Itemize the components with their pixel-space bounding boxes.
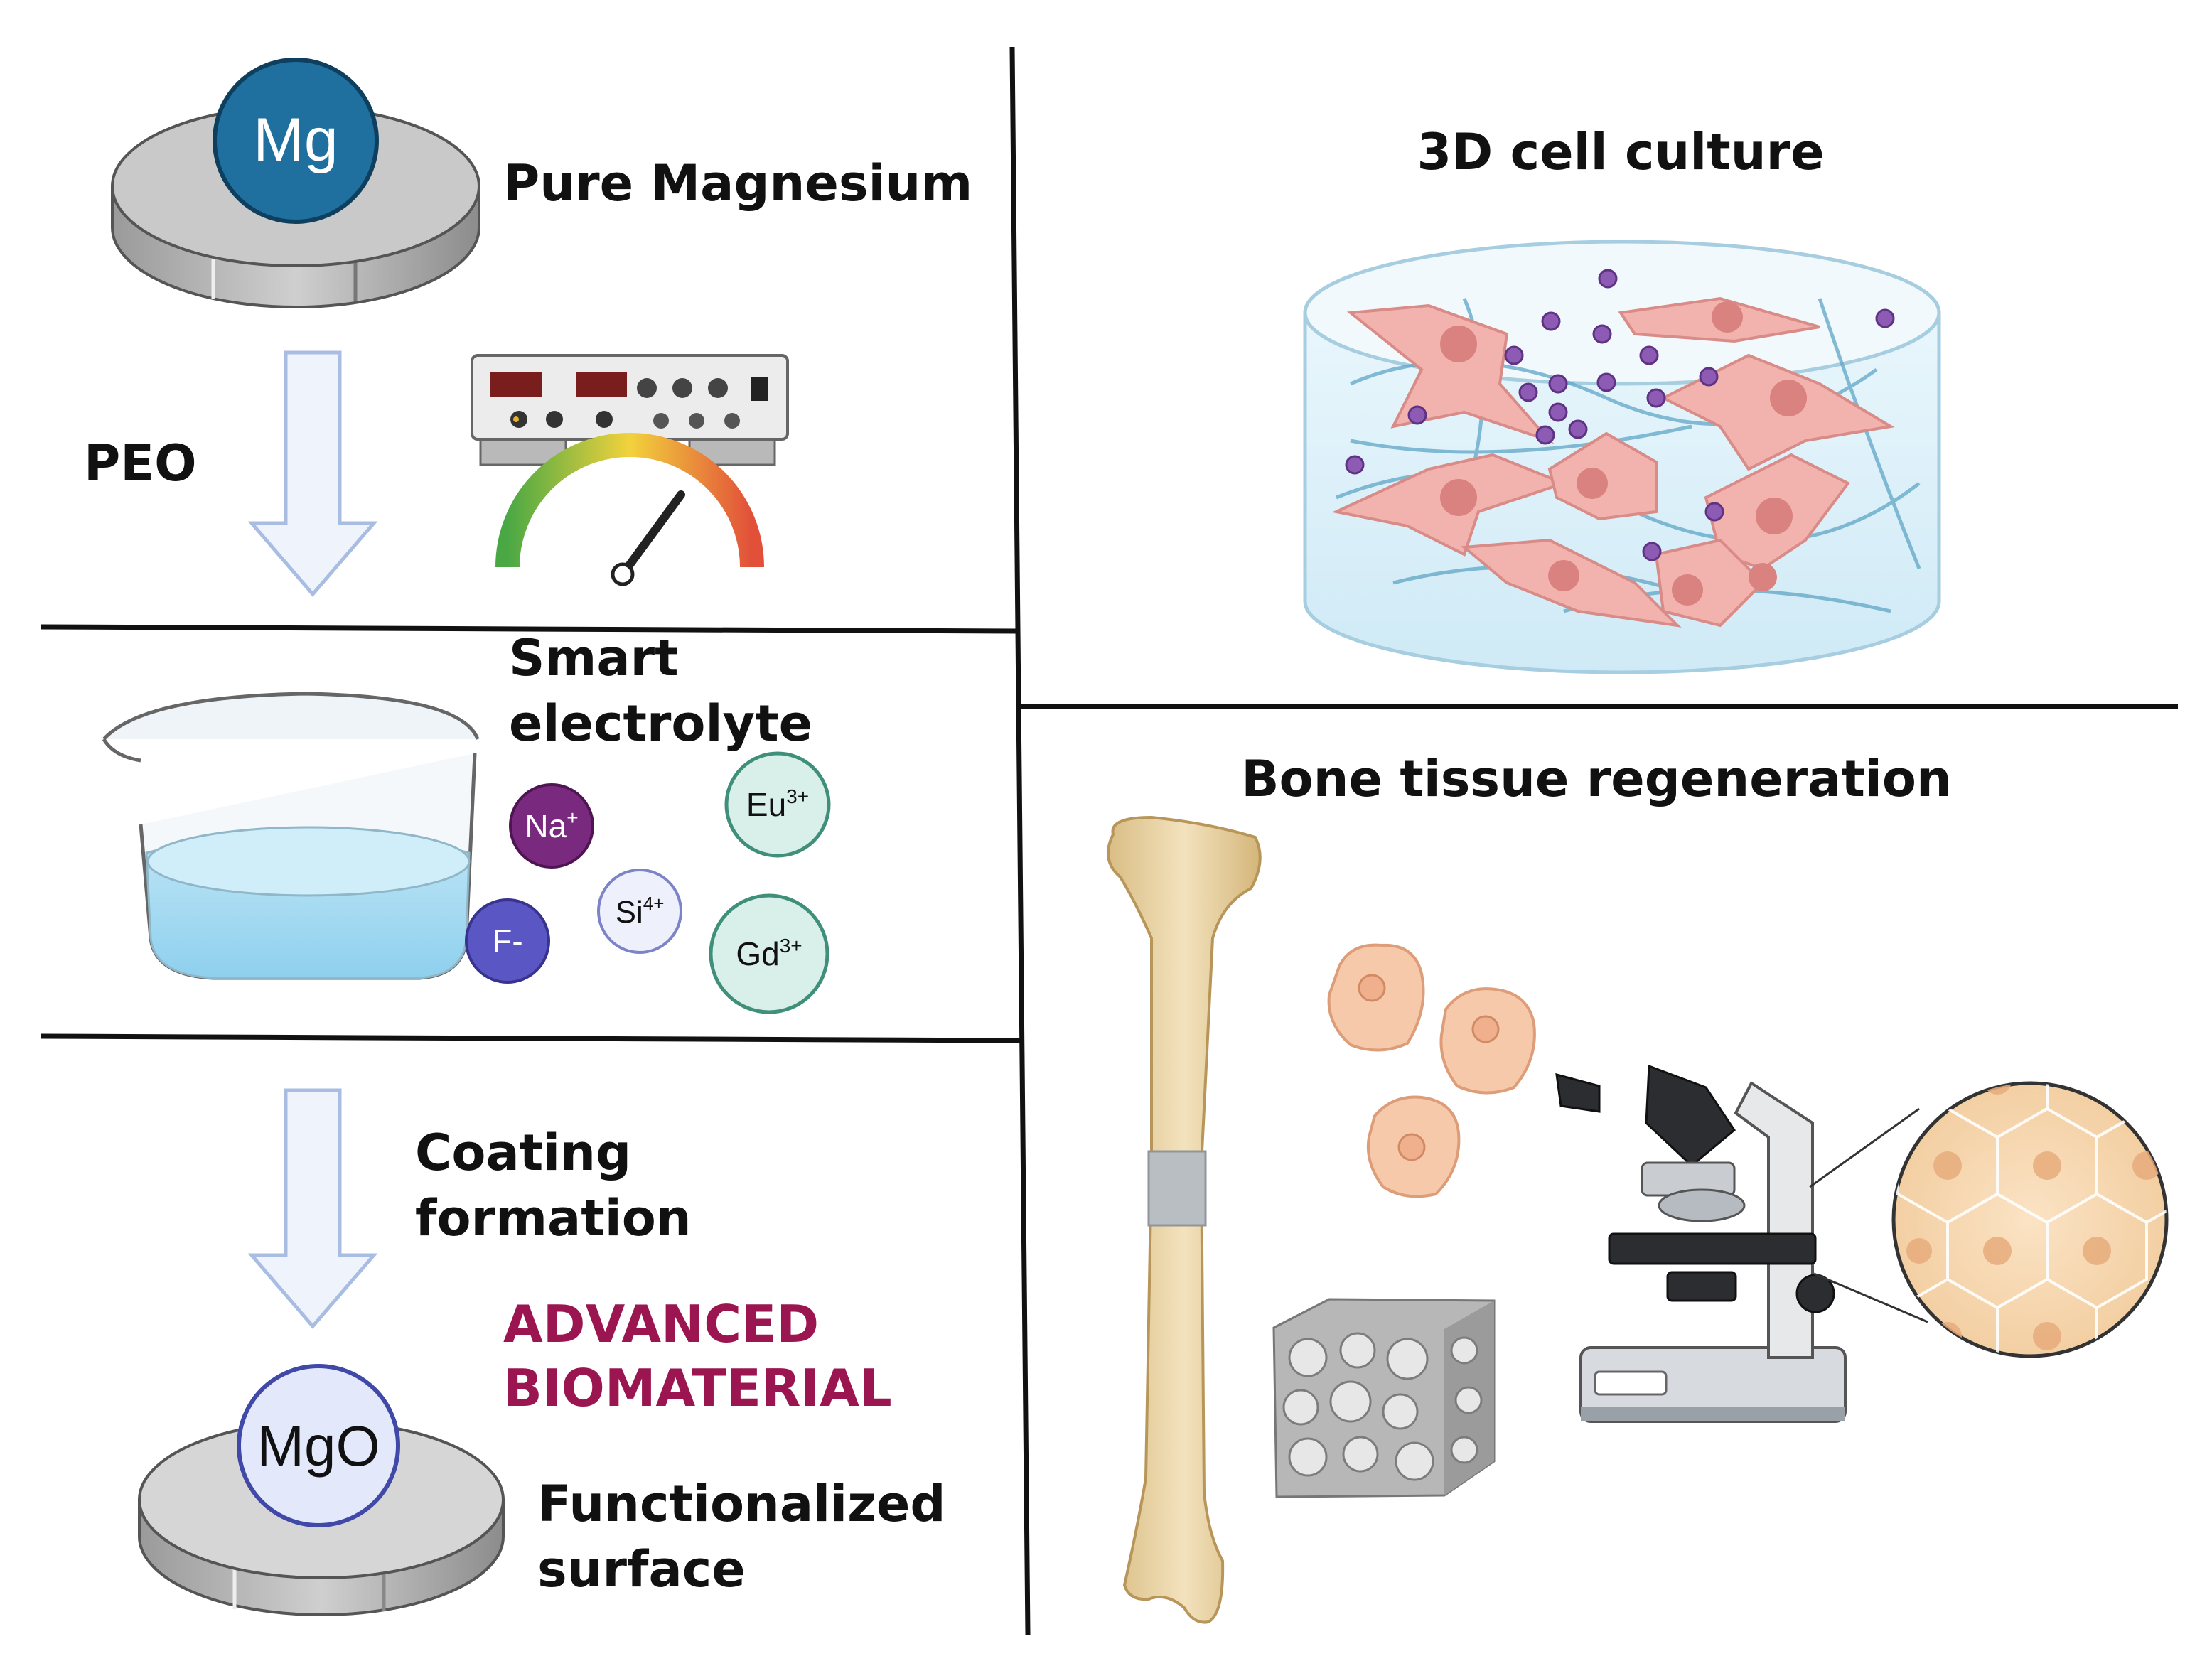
electrolyte-label: electrolyte <box>509 694 812 753</box>
beaker-icon <box>102 692 480 980</box>
pure-magnesium-label: Pure Magnesium <box>503 154 972 213</box>
microscope-icon <box>1555 1064 1847 1423</box>
down-arrow-2 <box>247 1088 378 1329</box>
ion-gd: Gd3+ <box>709 893 830 1014</box>
hydrogel-cylinder <box>1303 240 1941 674</box>
mg-label: Mg <box>253 106 338 174</box>
peo-label: PEO <box>84 434 197 493</box>
mgo-disc: MgO <box>138 1364 505 1616</box>
ion-f: F- <box>465 898 550 984</box>
mg-badge <box>213 58 379 224</box>
cell-nuclei <box>1440 301 1807 606</box>
svg-text:Si4+: Si4+ <box>616 893 665 930</box>
down-arrow-1 <box>247 350 378 597</box>
surface-label: surface <box>537 1540 746 1598</box>
divider-vertical-top <box>1009 46 1021 632</box>
biomaterial-label: BIOMATERIAL <box>503 1358 892 1418</box>
svg-text:Na+: Na+ <box>525 807 578 844</box>
advanced-label: ADVANCED <box>503 1294 819 1354</box>
divider-left-lower <box>41 1033 1024 1043</box>
smart-label: Smart <box>509 629 679 687</box>
svg-text:F-: F- <box>492 923 522 959</box>
scaffold-block-icon <box>1272 1298 1496 1498</box>
coating-label: Coating <box>415 1124 631 1182</box>
divider-left-upper <box>41 624 1019 634</box>
ion-na: Na+ <box>509 783 594 869</box>
cell-culture-title: 3D cell culture <box>1417 123 1824 181</box>
bone-icon <box>1107 815 1262 1624</box>
mgo-badge <box>237 1364 400 1527</box>
bone-regen-title: Bone tissue regeneration <box>1241 750 1952 808</box>
ion-eu: Eu3+ <box>724 751 831 858</box>
panel-dividers <box>41 46 2178 1635</box>
gauge-icon <box>495 433 764 586</box>
particles <box>1345 269 1895 561</box>
formation-label: formation <box>415 1189 692 1247</box>
svg-text:Gd3+: Gd3+ <box>736 935 802 972</box>
functionalized-label: Functionalized <box>537 1475 945 1533</box>
ion-si: Si4+ <box>597 869 682 954</box>
mgo-label: MgO <box>257 1414 380 1478</box>
implant-band <box>1147 1150 1207 1227</box>
divider-vertical-bottom <box>1015 630 1031 1635</box>
magnified-view <box>1809 1081 2169 1358</box>
mg-disc: Mg <box>111 58 480 308</box>
svg-text:Eu3+: Eu3+ <box>746 785 809 823</box>
osteoblast-nuclei <box>1358 974 1500 1161</box>
